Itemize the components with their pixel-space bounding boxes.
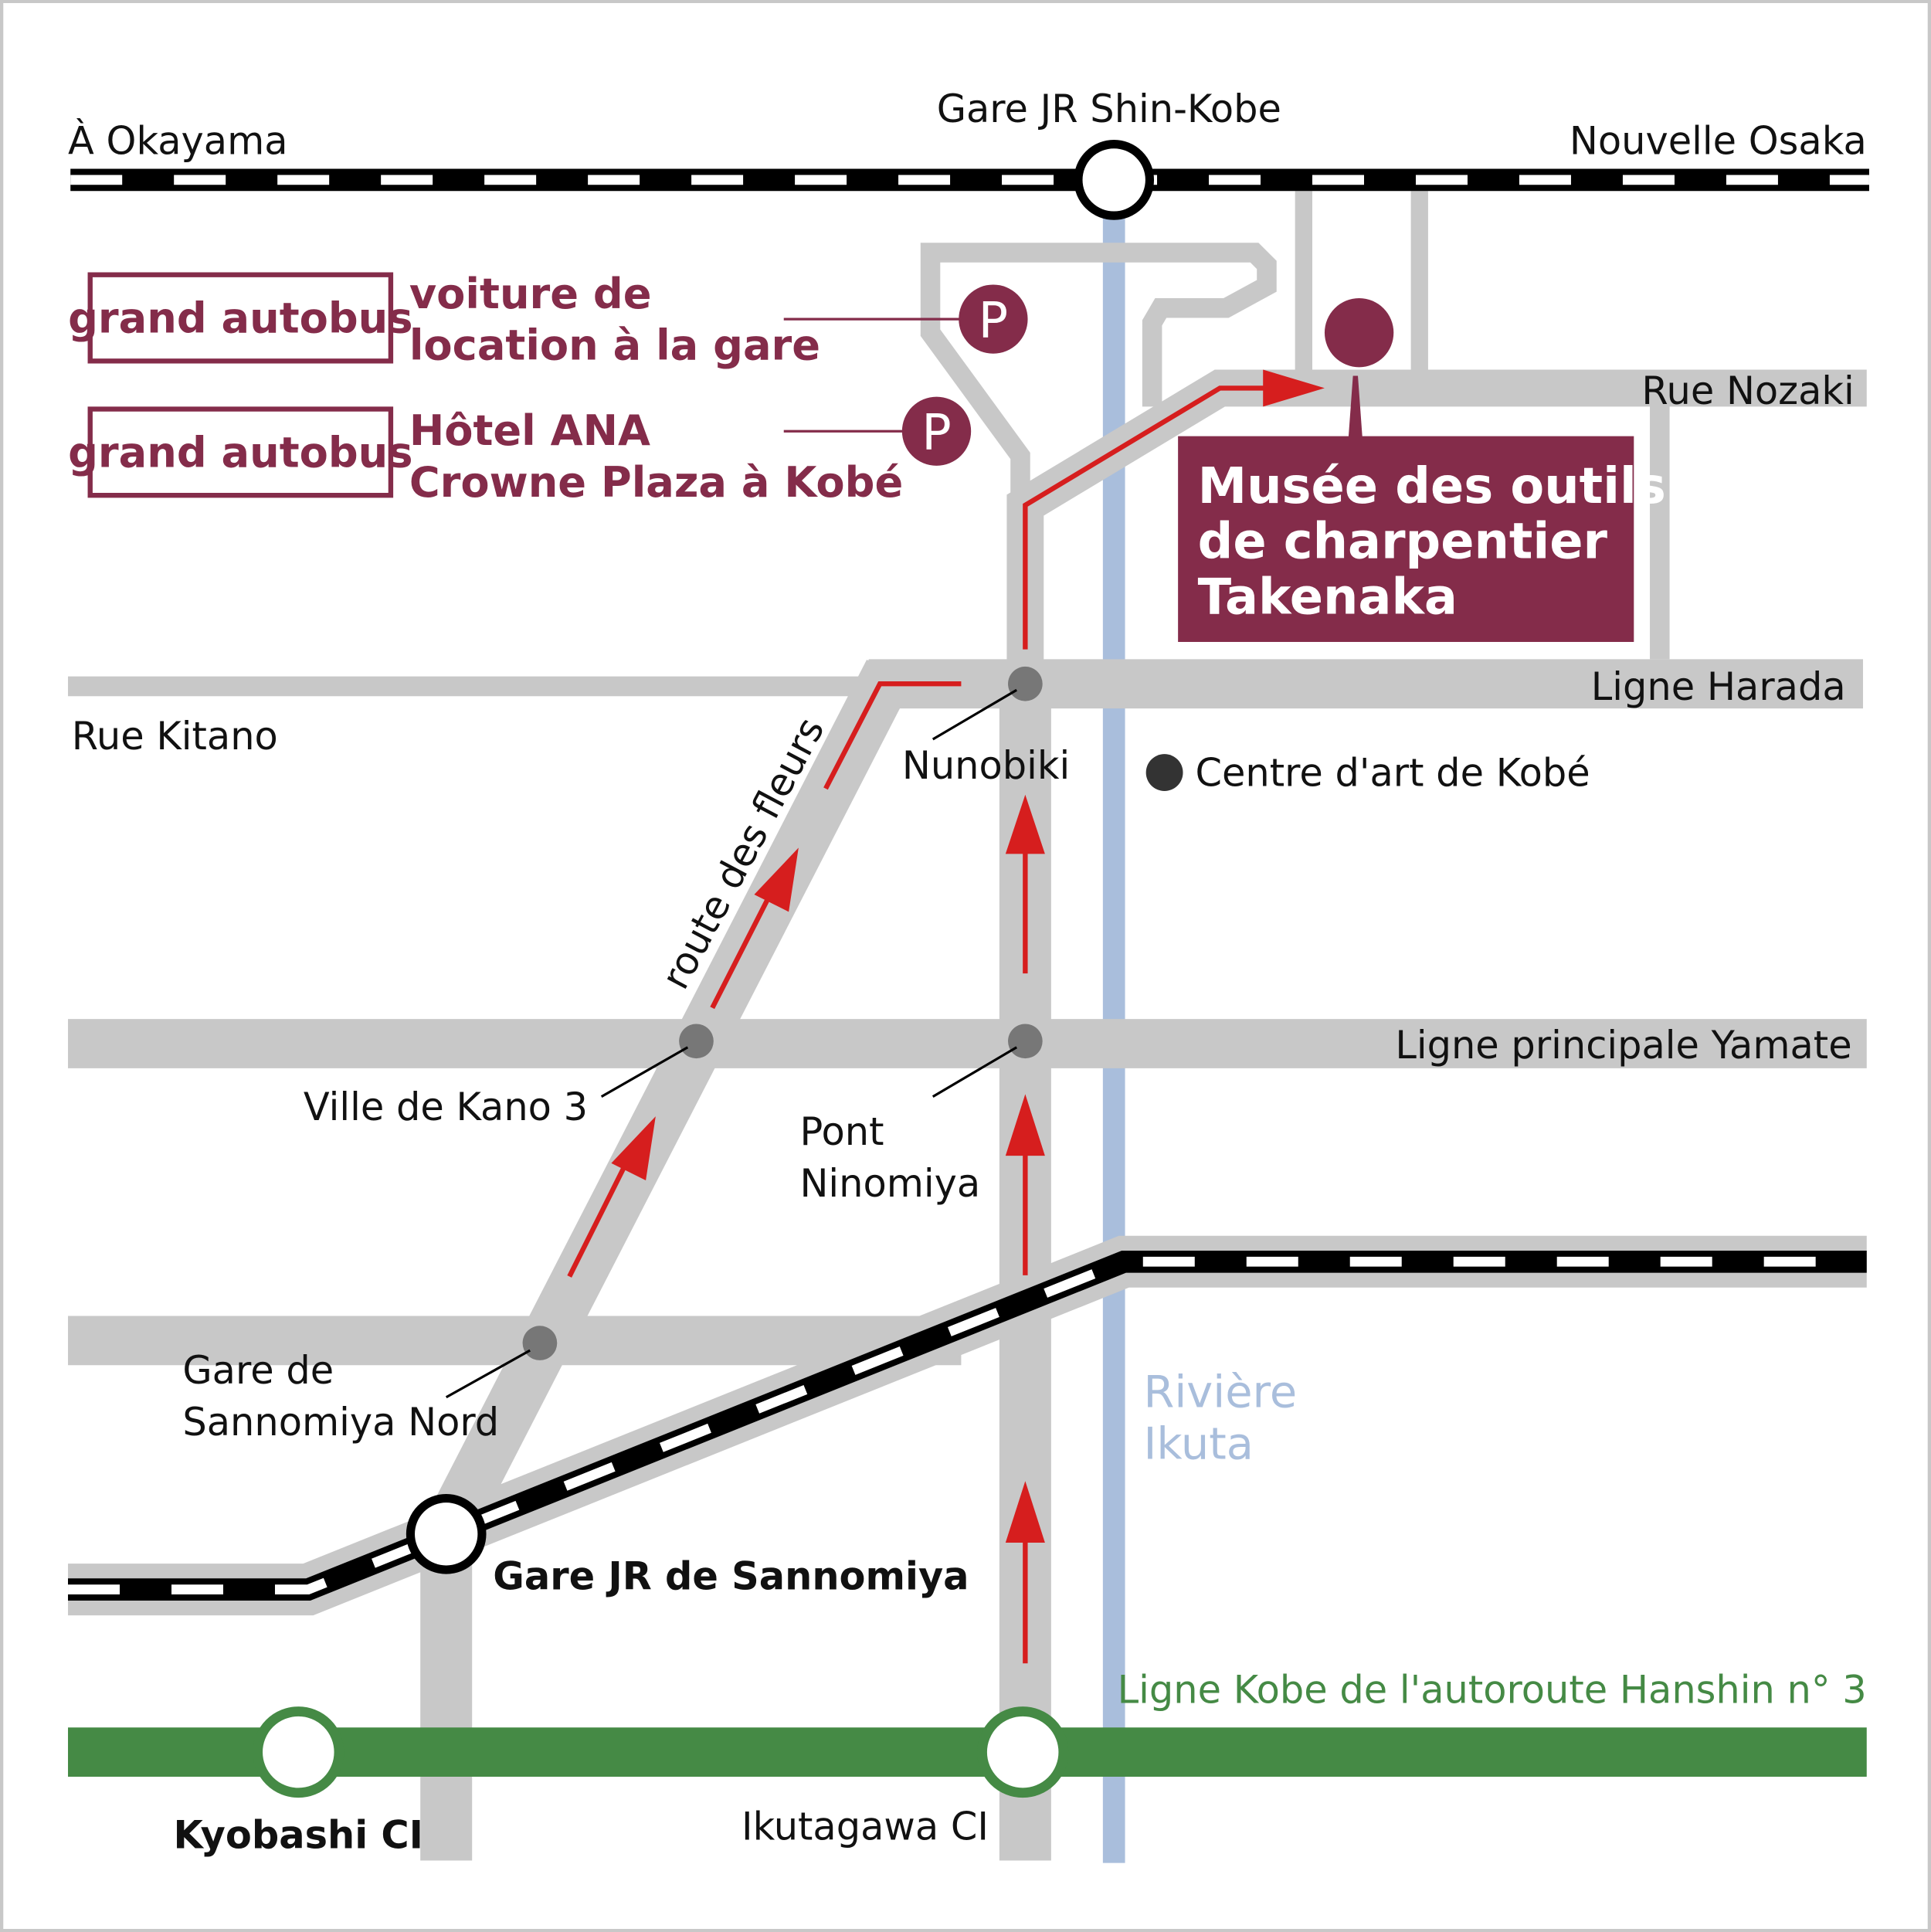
label-nozaki: Rue Nozaki	[1641, 368, 1854, 413]
station-shin-kobe-icon	[1074, 140, 1155, 220]
road-station-loop	[920, 243, 1277, 505]
label-ninomiya: Ninomiya	[799, 1161, 980, 1206]
route-arrow-icon	[611, 1116, 656, 1181]
label-sannomiya-north: Sannomiya Nord	[182, 1400, 499, 1445]
label-kyobashi: Kyobashi CI	[174, 1813, 424, 1858]
highway	[68, 1706, 1867, 1798]
node-kano-icon	[679, 1024, 714, 1059]
interchange-ikutagawa-icon	[977, 1706, 1069, 1798]
route	[567, 369, 1325, 1664]
road-harada	[850, 659, 1863, 709]
route-arrow-icon	[754, 847, 799, 912]
station-sannomiya-icon	[406, 1493, 487, 1574]
parking-icon-letter: P	[921, 405, 951, 462]
label-osaka: Nouvelle Osaka	[1570, 118, 1867, 163]
route-arrow-icon	[1005, 794, 1045, 854]
label-highway: Ligne Kobe de l'autoroute Hanshin n° 3	[1118, 1667, 1867, 1712]
route-arrow-icon	[1263, 369, 1325, 407]
node-ninomiya-icon	[1008, 1024, 1043, 1059]
label-kano: Ville de Kano 3	[304, 1085, 588, 1129]
parking-icon	[959, 284, 1028, 354]
label-okayama: À Okayama	[68, 117, 288, 163]
route-arrow-icon	[1005, 1094, 1045, 1156]
route-arrow-icon	[1005, 1481, 1045, 1543]
node-nunobiki-icon	[1008, 666, 1043, 701]
label-art-center: Centre d'art de Kobé	[1195, 751, 1590, 796]
label-harada: Ligne Harada	[1591, 664, 1846, 709]
parking-label: Crowne Plaza à Kobé	[409, 458, 903, 507]
label-nunobiki: Nunobiki	[902, 743, 1070, 788]
railway-top	[70, 140, 1869, 220]
museum-name: Musée des outils	[1198, 458, 1666, 515]
museum-name: Takenaka	[1198, 569, 1458, 626]
label-river: Ikuta	[1143, 1418, 1253, 1470]
label-river: Rivière	[1143, 1367, 1297, 1418]
label-ninomiya: Pont	[799, 1109, 884, 1154]
art-center-marker-icon	[1145, 754, 1183, 792]
parking-label: voiture de	[409, 270, 652, 318]
label-sannomiya: Gare JR de Sannomiya	[493, 1554, 969, 1599]
destination: Musée des outils de charpentier Takenaka	[1178, 297, 1666, 643]
label-ikutagawa: Ikutagawa CI	[742, 1804, 989, 1849]
badge-grand-autobus: grand autobus	[68, 429, 412, 477]
node-sannomiya-north-icon	[522, 1326, 558, 1360]
parking-label: Hôtel ANA	[409, 406, 650, 455]
label-sannomiya-north: Gare de	[182, 1348, 334, 1393]
badge-grand-autobus: grand autobus	[68, 294, 412, 343]
parking-icon-letter: P	[979, 293, 1008, 350]
museum-name: de charpentier	[1198, 514, 1608, 571]
parking-label: location à la gare	[409, 321, 820, 370]
railway-bottom	[68, 1235, 1867, 1616]
museum-marker-icon	[1324, 297, 1394, 368]
interchange-kyobashi-icon	[253, 1706, 344, 1798]
intersections	[445, 666, 1043, 1399]
label-yamate: Ligne principale Yamate	[1395, 1023, 1851, 1068]
label-kitano: Rue Kitano	[72, 714, 278, 759]
label-shin-kobe: Gare JR Shin-Kobe	[937, 87, 1281, 131]
parking-2: grand autobus Hôtel ANA Crowne Plaza à K…	[68, 396, 972, 507]
parking-1: grand autobus voiture de location à la g…	[68, 270, 1028, 370]
parking-icon	[901, 396, 972, 466]
